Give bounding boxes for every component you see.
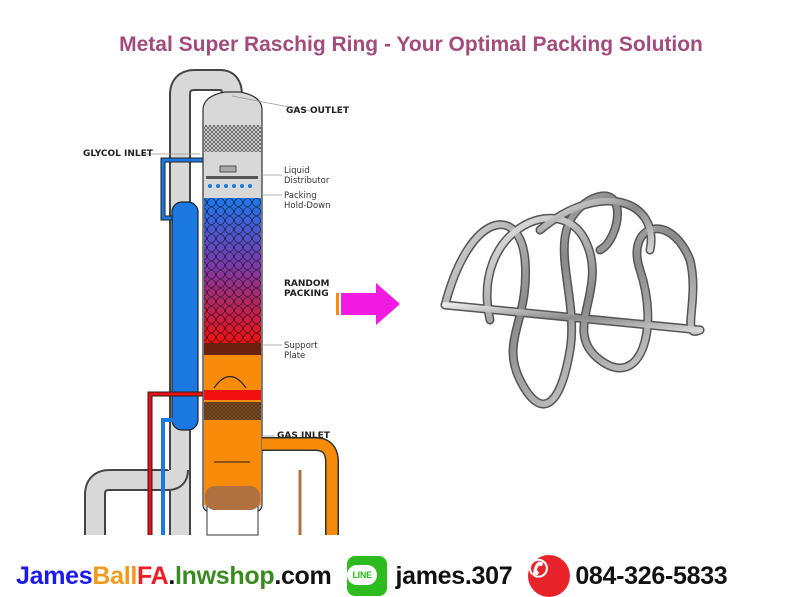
label-gas-inlet: GAS INLET: [277, 431, 330, 441]
label-support-plate: Support Plate: [284, 341, 318, 361]
label-liquid-distributor: Liquid Distributor: [284, 166, 330, 186]
super-raschig-ring-image: [440, 191, 705, 409]
label-glycol-inlet: GLYCOL INLET: [83, 149, 153, 159]
label-gas-outlet: GAS OUTLET: [286, 106, 350, 116]
website-link[interactable]: JamesBallFA.lnwshop.com: [16, 561, 332, 591]
site-part: James: [16, 561, 93, 590]
line-id: james.307: [395, 561, 513, 590]
label-random-packing: RANDOM PACKING: [284, 279, 330, 299]
arrow-icon: [336, 283, 400, 325]
page-title: Metal Super Raschig Ring - Your Optimal …: [119, 33, 703, 56]
site-part: lnwshop: [175, 561, 275, 590]
contact-footer: JamesBallFA.lnwshop.com LINE james.307 ✆…: [16, 555, 728, 597]
site-part: Ball: [92, 561, 138, 590]
site-part: .com: [274, 561, 332, 590]
line-icon: LINE: [347, 556, 388, 596]
phone-icon: ✆: [528, 555, 571, 597]
site-part: FA: [137, 561, 169, 590]
label-packing-hold-down: Packing Hold-Down: [284, 191, 331, 211]
line-icon-text: LINE: [347, 565, 377, 585]
site-part: .: [168, 561, 176, 590]
phone-number: 084-326-5833: [575, 561, 728, 590]
